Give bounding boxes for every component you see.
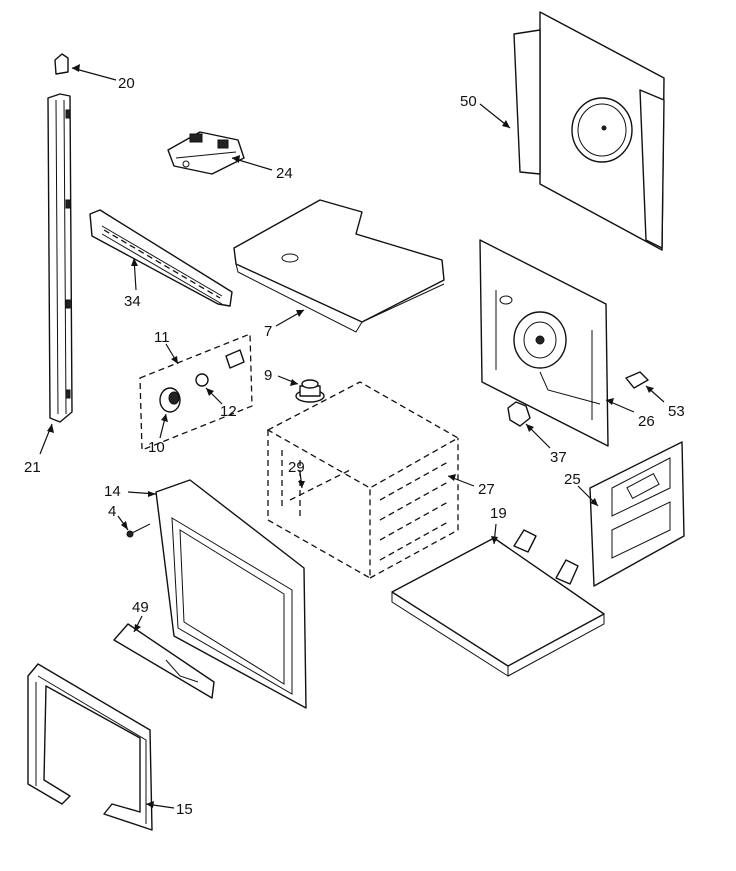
- part-34-vent-grille: [89, 209, 233, 307]
- callout-14: 14: [104, 483, 121, 500]
- part-37-fan-gasket: [507, 401, 531, 427]
- part-9-thermostat: [295, 379, 325, 403]
- callout-12: 12: [220, 403, 237, 420]
- callout-21: 21: [24, 459, 41, 476]
- part-21-side-trim: [47, 93, 73, 423]
- callout-19: 19: [490, 505, 507, 522]
- callout-4: 4: [108, 503, 116, 520]
- leader-lines: [39, 64, 665, 809]
- callout-50: 50: [460, 93, 477, 110]
- callout-10: 10: [148, 439, 165, 456]
- callout-7: 7: [264, 323, 272, 340]
- callout-25: 25: [564, 471, 581, 488]
- callout-49: 49: [132, 599, 149, 616]
- callout-9: 9: [264, 367, 272, 384]
- part-7-top-plate: [233, 199, 445, 333]
- callout-24: 24: [276, 165, 293, 182]
- callout-27: 27: [478, 481, 495, 498]
- part-15-door-gasket: [27, 663, 153, 831]
- callout-11: 11: [154, 329, 170, 346]
- callout-34: 34: [124, 293, 141, 310]
- part-25-side-panel: [589, 441, 685, 587]
- callout-26: 26: [638, 413, 655, 430]
- callout-37: 37: [550, 449, 567, 466]
- part-50-rear-panel: [513, 11, 665, 251]
- callout-15: 15: [176, 801, 193, 818]
- part-14-front-frame: [155, 479, 307, 709]
- part-49-bottom-trim: [113, 623, 215, 699]
- callout-labels: 20 21 24 34 50 7 11 12 10 9 29 27 26 53 …: [24, 75, 685, 818]
- callout-20: 20: [118, 75, 135, 92]
- callout-53: 53: [668, 403, 685, 420]
- part-20-clip: [54, 53, 69, 75]
- part-27-oven-cavity: [266, 381, 460, 580]
- part-24-switch-bracket: [167, 131, 245, 175]
- part-26-rear-wall: [479, 239, 609, 447]
- part-4-screw: [126, 523, 151, 538]
- part-group-11-controls: [139, 333, 253, 451]
- part-19-bottom-plate: [391, 529, 605, 677]
- part-53-sensor: [625, 371, 649, 389]
- callout-29: 29: [288, 459, 305, 476]
